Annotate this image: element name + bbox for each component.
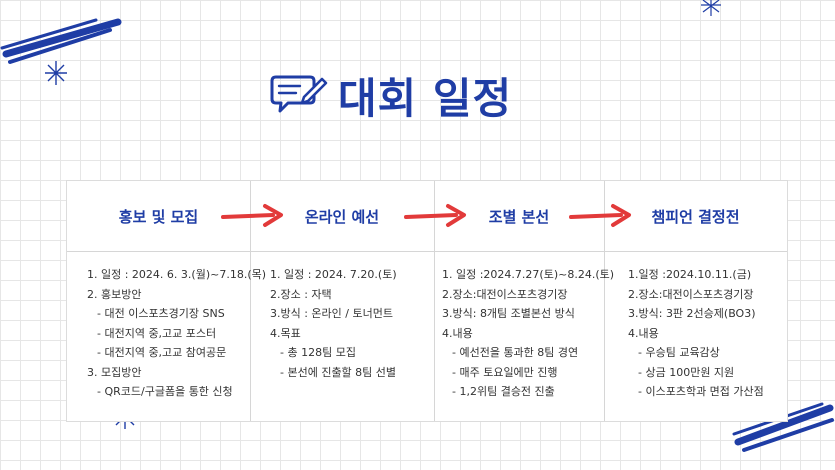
column-divider [604, 181, 605, 421]
stage-details-promotion: 1. 일정 : 2024. 6. 3.(월)~7.18.(목) 2. 홍보방안 … [87, 265, 266, 402]
detail-line: 1.일정 :2024.10.11.(금) [628, 268, 752, 281]
detail-line: 3.방식 : 온라인 / 토너먼트 [270, 307, 393, 320]
detail-line: - 이스포츠학과 면접 가산점 [638, 385, 764, 398]
arrow-right-icon [569, 204, 631, 227]
stage-header-row [67, 181, 787, 252]
column-divider [250, 181, 251, 421]
detail-line: 1. 일정 :2024.7.27(토)~8.24.(토) [442, 268, 615, 281]
stage-title-group-stage: 조별 본선 [488, 207, 550, 226]
detail-line: 1. 일정 : 2024. 6. 3.(월)~7.18.(목) [87, 268, 267, 281]
detail-line: - 예선전을 통과한 8팀 경연 [452, 346, 579, 359]
detail-line: - 매주 토요일에만 진행 [452, 365, 558, 379]
detail-line: - 대전 이스포츠경기장 SNS [97, 307, 225, 320]
stage-details-championship: 1.일정 :2024.10.11.(금) 2.장소:대전이스포츠경기장 3.방식… [628, 265, 764, 402]
speech-bubble-pen-icon [270, 75, 328, 113]
sparkle-icon [701, 0, 721, 16]
detail-line: - 1,2위팀 결승전 진출 [452, 385, 555, 398]
detail-line: - 상금 100만원 지원 [638, 365, 735, 379]
stage-details-online-qualifier: 1. 일정 : 2024. 7.20.(토) 2.장소 : 자택 3.방식 : … [270, 265, 397, 382]
detail-line: - 우승팀 교육감상 [638, 346, 720, 359]
detail-line: 2.장소:대전이스포츠경기장 [442, 287, 568, 301]
detail-line: 1. 일정 : 2024. 7.20.(토) [270, 268, 397, 281]
arrow-right-icon [404, 204, 466, 227]
page-title-block: 대회 일정 [270, 64, 512, 126]
brush-stroke-bottom-right [732, 402, 834, 452]
detail-line: 3. 모집방안 [87, 365, 142, 379]
column-divider [434, 181, 435, 421]
detail-line: 4.내용 [628, 326, 659, 340]
page-title: 대회 일정 [338, 73, 513, 123]
detail-line: - QR코드/구글폼을 통한 신청 [97, 385, 233, 398]
detail-line: 3.방식: 8개팀 조별본선 방식 [442, 307, 575, 320]
stage-title-promotion: 홍보 및 모집 [118, 207, 199, 226]
arrow-right-icon [221, 204, 283, 227]
detail-line: - 대전지역 중,고교 참여공문 [97, 346, 227, 359]
sparkle-icon [45, 61, 67, 85]
detail-line: 2. 홍보방안 [87, 287, 142, 301]
brush-stroke-top-left [0, 18, 122, 64]
stage-title-championship: 챔피언 결정전 [651, 207, 740, 226]
stage-title-online-qualifier: 온라인 예선 [304, 207, 380, 226]
detail-line: - 본선에 진출할 8팀 선별 [280, 365, 397, 379]
detail-line: - 대전지역 중,고교 포스터 [97, 326, 217, 340]
detail-line: 4.내용 [442, 326, 473, 340]
detail-line: - 총 128팀 모집 [280, 346, 356, 359]
detail-line: 4.목표 [270, 326, 301, 340]
stage-details-group-stage: 1. 일정 :2024.7.27(토)~8.24.(토) 2.장소:대전이스포츠… [442, 265, 614, 402]
detail-line: 2.장소:대전이스포츠경기장 [628, 287, 754, 301]
detail-line: 2.장소 : 자택 [270, 287, 332, 301]
schedule-board: 홍보 및 모집 온라인 예선 조별 본선 챔피언 결정전 1. 일정 : 202… [66, 180, 788, 422]
detail-line: 3.방식: 3판 2선승제(BO3) [628, 307, 756, 320]
